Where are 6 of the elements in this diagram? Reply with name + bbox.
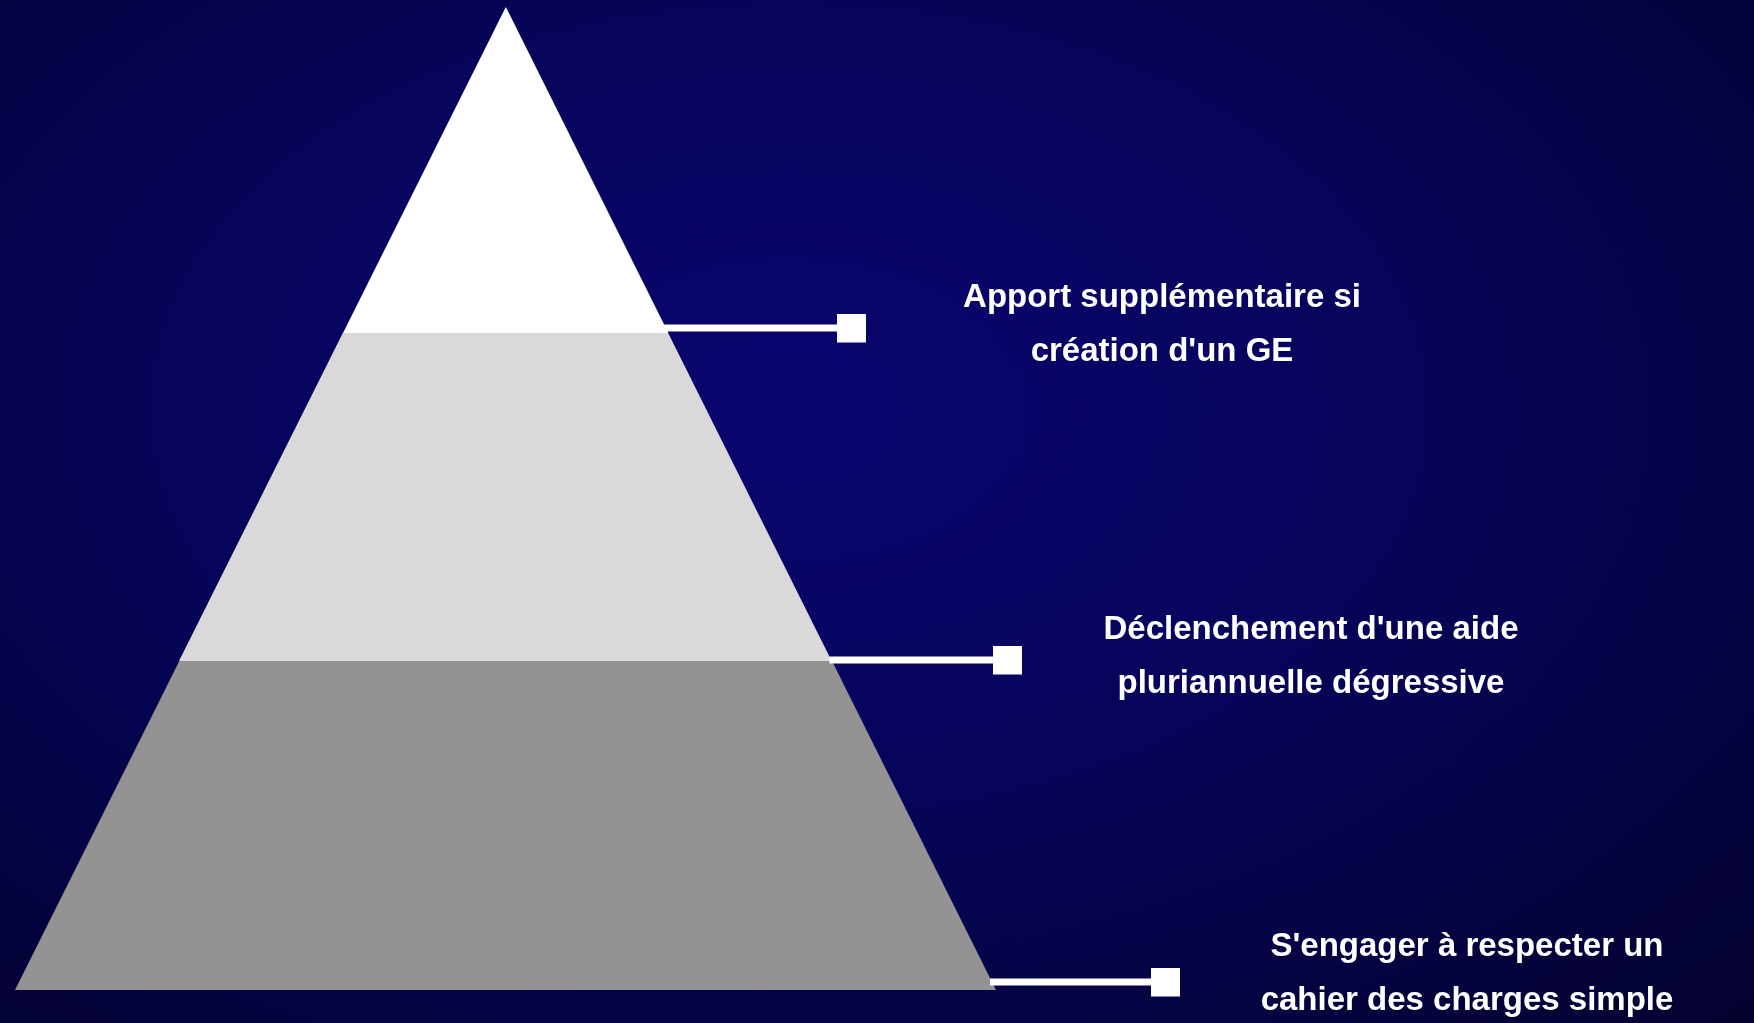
callout-text: Apport supplémentaire si création d'un GE — [962, 276, 1362, 370]
leader-line — [990, 967, 1180, 997]
callout-text: S'engager à respecter un cahier des charges simple — [1259, 924, 1675, 1019]
leader-line — [829, 645, 1022, 675]
leader-line — [664, 313, 866, 343]
callout-text: Déclenchement d'une aide pluriannuelle dégressive — [1102, 608, 1520, 702]
